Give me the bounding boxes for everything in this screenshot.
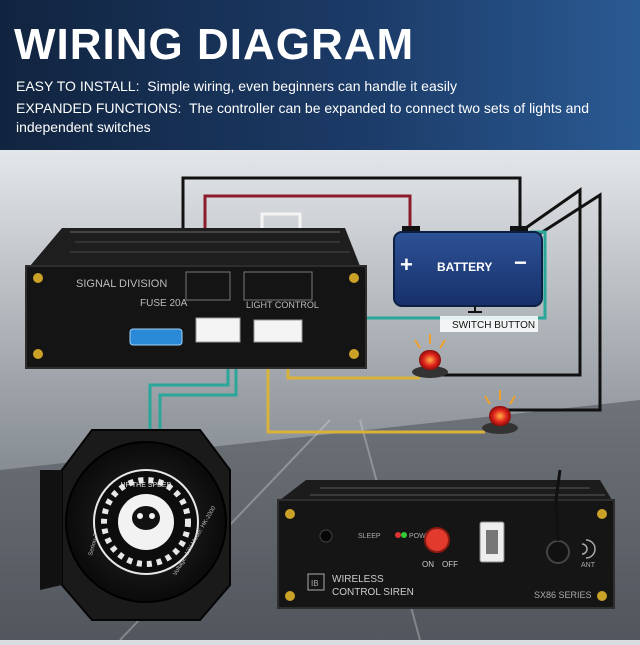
sleep-label: SLEEP bbox=[358, 533, 381, 540]
speaker-series: Seriou-7 bbox=[88, 532, 100, 556]
signal-division-label: SIGNAL DIVISION bbox=[76, 278, 167, 290]
siren-box: SLEEP POW ON OFF ANT IB WIRELESS CONTROL… bbox=[277, 469, 615, 609]
functions-text: The controller can be expanded to connec… bbox=[16, 100, 589, 135]
brand-logo-mark: IB bbox=[311, 579, 319, 588]
wire-yellow-2 bbox=[266, 340, 485, 434]
battery-label: BATTERY bbox=[437, 260, 492, 274]
controller-box: SIGNAL DIVISION FUSE 20A LIGHT CONTROL bbox=[25, 228, 367, 369]
wireless-icon bbox=[581, 539, 596, 559]
port-frame-1 bbox=[185, 271, 231, 301]
functions-label: EXPANDED FUNCTIONS bbox=[16, 100, 178, 116]
install-text: Simple wiring, even beginners can handle… bbox=[147, 78, 457, 94]
speaker: UP THE SPEED Voltage: 12V Model: HK-2000… bbox=[40, 429, 231, 621]
battery-minus: − bbox=[514, 250, 527, 275]
switch-button: SWITCH BUTTON bbox=[440, 306, 538, 332]
connector-power bbox=[195, 317, 241, 343]
antenna-port bbox=[546, 540, 570, 564]
light-control-label: LIGHT CONTROL bbox=[246, 300, 319, 310]
ant-label: ANT bbox=[581, 562, 596, 569]
install-label: EASY TO INSTALL bbox=[16, 78, 136, 94]
fuse-label: FUSE 20A bbox=[140, 298, 188, 309]
siren-name-1: WIRELESS bbox=[332, 574, 384, 585]
functions-line: EXPANDED FUNCTIONS: The controller can b… bbox=[16, 100, 589, 135]
page-title: WIRING DIAGRAM bbox=[14, 20, 415, 69]
battery-plus: + bbox=[400, 252, 413, 277]
wiring-scene: SIGNAL DIVISION FUSE 20A LIGHT CONTROL +… bbox=[0, 150, 640, 641]
brand-logo bbox=[307, 573, 325, 591]
fuse bbox=[129, 328, 183, 346]
wiring-svg: SIGNAL DIVISION FUSE 20A LIGHT CONTROL +… bbox=[0, 150, 640, 641]
series-label: SX86 SERIES bbox=[534, 590, 592, 600]
switch-label: SWITCH BUTTON bbox=[452, 320, 535, 331]
speaker-brand-ring: UP THE SPEED bbox=[120, 482, 171, 489]
siren-name-2: CONTROL SIREN bbox=[332, 587, 414, 598]
port-frame-2 bbox=[243, 271, 313, 301]
on-label: ON bbox=[422, 560, 434, 569]
wire-black-2 bbox=[440, 187, 582, 377]
header-banner: WIRING DIAGRAM EASY TO INSTALL: Simple w… bbox=[0, 0, 640, 150]
battery: + − BATTERY bbox=[393, 226, 543, 307]
wire-black-3 bbox=[498, 192, 602, 412]
off-label: OFF bbox=[442, 560, 458, 569]
beacon-1 bbox=[412, 334, 448, 378]
connector-light bbox=[253, 319, 303, 343]
beacon-2 bbox=[482, 390, 518, 434]
wire-black-1 bbox=[181, 176, 522, 266]
pow-label: POW bbox=[409, 533, 426, 540]
power-button bbox=[424, 527, 450, 553]
install-line: EASY TO INSTALL: Simple wiring, even beg… bbox=[16, 78, 457, 94]
